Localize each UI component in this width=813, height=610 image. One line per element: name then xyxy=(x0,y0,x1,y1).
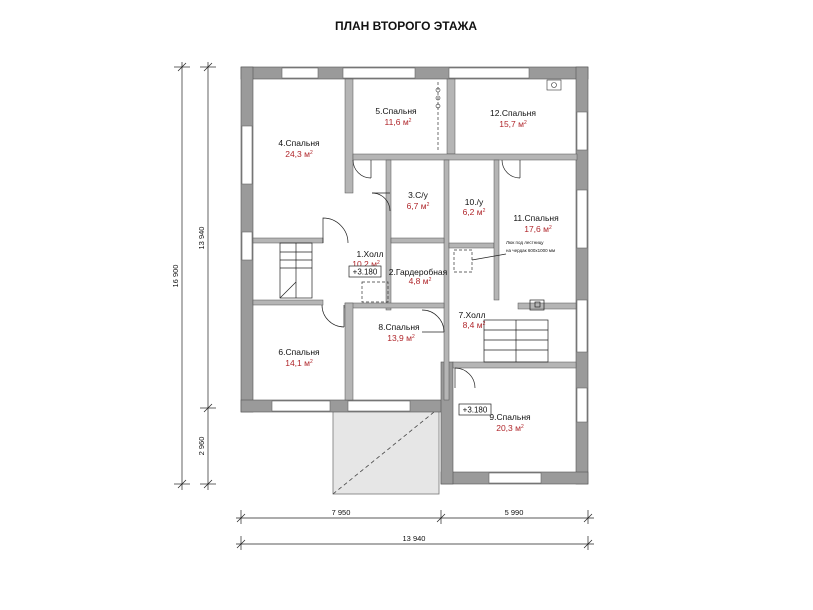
room-label-8: 8.Спальня 13,9 м2 xyxy=(378,322,420,343)
level-mark-right: +3.180 xyxy=(458,403,492,416)
interior-walls xyxy=(252,78,578,401)
svg-text:на чердак 600х1000 мм: на чердак 600х1000 мм xyxy=(506,248,555,253)
room-label-3: 3.С/у 6,7 м2 xyxy=(407,190,430,211)
svg-text:13 940: 13 940 xyxy=(403,534,426,543)
svg-text:3.С/у: 3.С/у xyxy=(408,190,429,200)
svg-text:24,3 м2: 24,3 м2 xyxy=(285,149,313,159)
svg-text:14,1 м2: 14,1 м2 xyxy=(285,358,313,368)
room-label-6: 6.Спальня 14,1 м2 xyxy=(278,347,320,368)
svg-text:16 900: 16 900 xyxy=(171,265,180,288)
svg-text:5 990: 5 990 xyxy=(505,508,524,517)
svg-text:13,9 м2: 13,9 м2 xyxy=(387,333,415,343)
svg-text:Люк под лестницу: Люк под лестницу xyxy=(506,240,544,245)
plan-title: ПЛАН ВТОРОГО ЭТАЖА xyxy=(335,19,477,33)
room-label-7: 7.Холл 8,4 м2 xyxy=(458,310,485,330)
svg-text:6,7 м2: 6,7 м2 xyxy=(407,201,430,211)
svg-text:10./у: 10./у xyxy=(465,197,484,207)
hatch-note: Люк под лестницу на чердак 600х1000 мм xyxy=(506,240,555,253)
svg-text:17,6 м2: 17,6 м2 xyxy=(524,224,552,234)
stair-left xyxy=(279,242,313,299)
stair-right xyxy=(483,299,549,363)
room-label-11: 11.Спальня 17,6 м2 xyxy=(513,213,559,234)
svg-text:9.Спальня: 9.Спальня xyxy=(489,412,531,422)
svg-text:20,3 м2: 20,3 м2 xyxy=(496,423,524,433)
svg-text:10,2 м2: 10,2 м2 xyxy=(352,259,380,269)
room-label-9: 9.Спальня 20,3 м2 xyxy=(489,412,531,433)
attic-hatch xyxy=(361,249,507,303)
svg-text:7 950: 7 950 xyxy=(332,508,351,517)
svg-text:1.Холл: 1.Холл xyxy=(356,249,383,259)
svg-text:8.Спальня: 8.Спальня xyxy=(378,322,420,332)
room-label-12: 12.Спальня 15,7 м2 xyxy=(490,108,536,129)
svg-text:2 960: 2 960 xyxy=(197,437,206,456)
svg-text:12.Спальня: 12.Спальня xyxy=(490,108,536,118)
svg-text:5.Спальня: 5.Спальня xyxy=(375,106,417,116)
svg-text:2.Гардеробная: 2.Гардеробная xyxy=(389,267,448,277)
svg-text:4,8 м2: 4,8 м2 xyxy=(409,276,432,286)
room-label-1: 1.Холл 10,2 м2 xyxy=(352,249,383,269)
svg-text:+3.180: +3.180 xyxy=(463,406,488,415)
dimension-bottom: 7 950 5 990 13 940 xyxy=(236,508,594,550)
room-label-5: 5.Спальня 11,6 м2 xyxy=(375,106,417,127)
svg-text:13 940: 13 940 xyxy=(197,227,206,250)
room-label-4: 4.Спальня 24,3 м2 xyxy=(278,138,320,159)
windows xyxy=(241,67,588,484)
svg-text:8,4 м2: 8,4 м2 xyxy=(463,320,486,330)
porch-area xyxy=(332,407,440,495)
room-label-10: 10./у 6,2 м2 xyxy=(463,197,486,217)
doors xyxy=(321,159,521,389)
svg-text:6,2 м2: 6,2 м2 xyxy=(463,207,486,217)
dimension-left: 13 940 2 960 16 900 xyxy=(171,62,216,490)
svg-text:6.Спальня: 6.Спальня xyxy=(278,347,320,357)
room-label-2: 2.Гардеробная 4,8 м2 xyxy=(389,267,448,286)
vent-shafts xyxy=(435,79,562,152)
svg-text:4.Спальня: 4.Спальня xyxy=(278,138,320,148)
svg-text:7.Холл: 7.Холл xyxy=(458,310,485,320)
svg-text:11.Спальня: 11.Спальня xyxy=(513,213,559,223)
svg-text:15,7 м2: 15,7 м2 xyxy=(499,119,527,129)
svg-text:11,6 м2: 11,6 м2 xyxy=(385,117,412,127)
level-mark-left: +3.180 xyxy=(348,265,382,278)
svg-text:+3.180: +3.180 xyxy=(353,268,378,277)
